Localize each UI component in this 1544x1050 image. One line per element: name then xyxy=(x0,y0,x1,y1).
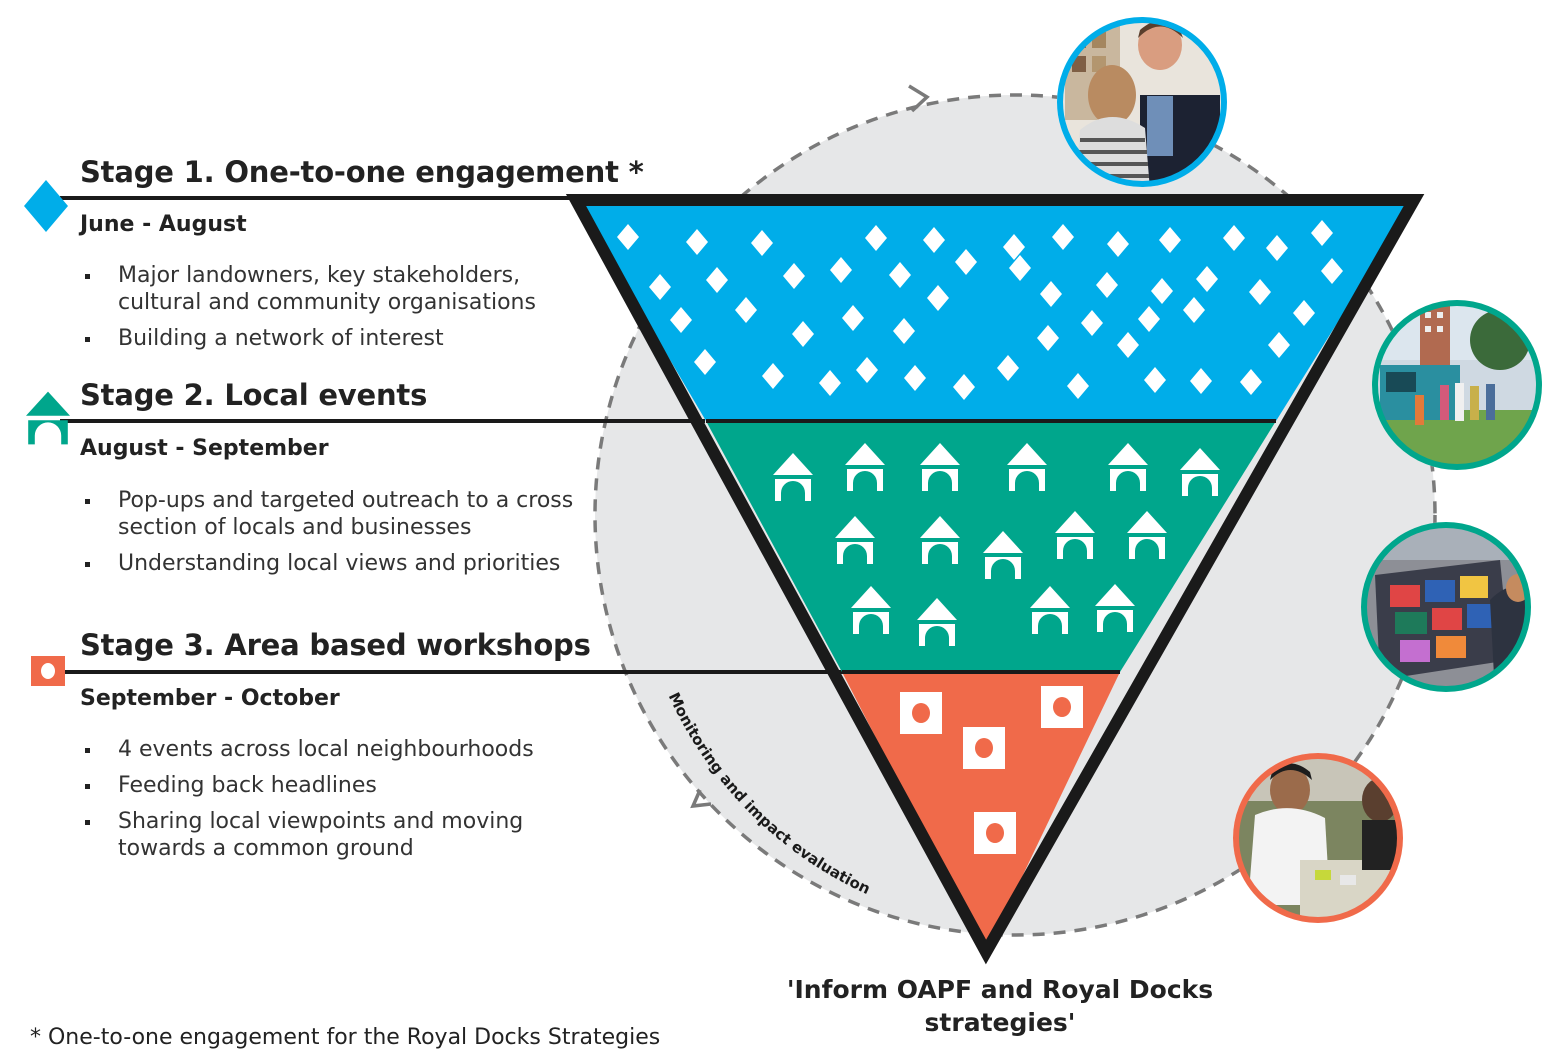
diamond-icon xyxy=(904,365,926,391)
diamond-icon xyxy=(1138,306,1160,332)
diamond-icon xyxy=(997,355,1019,381)
stage2-title: Stage 2. Local events xyxy=(80,378,428,412)
popup-event-photo xyxy=(1372,300,1542,470)
stage1-diamond-icons xyxy=(617,220,1343,400)
diamond-icon xyxy=(670,307,692,333)
stage2-bullet-list: Pop-ups and targeted outreach to a cross… xyxy=(80,487,580,586)
stage2-dates: August - September xyxy=(80,436,329,461)
square-dot-icon xyxy=(963,727,1005,769)
diamond-icon xyxy=(830,257,852,283)
diamond-icon xyxy=(24,180,68,232)
diamond-icon xyxy=(762,363,784,389)
diamond-icon xyxy=(856,357,878,383)
diamond-icon xyxy=(751,230,773,256)
diamond-icon xyxy=(819,370,841,396)
square-dot-icon xyxy=(900,692,942,734)
stage1-bullet-list: Major landowners, key stakeholders, cult… xyxy=(80,262,560,361)
diamond-icon xyxy=(1009,255,1031,281)
workshop-table-photo xyxy=(1233,753,1403,923)
stage3-title: Stage 3. Area based workshops xyxy=(80,628,591,662)
diamond-icon xyxy=(865,225,887,251)
diamond-icon xyxy=(649,274,671,300)
diamond-icon xyxy=(686,229,708,255)
diamond-icon xyxy=(617,224,639,250)
gazebo-icon xyxy=(26,391,70,445)
diamond-icon xyxy=(1040,281,1062,307)
diamond-icon xyxy=(1037,325,1059,351)
stage3-square-icons xyxy=(900,686,1083,854)
funnel-outline xyxy=(565,194,1425,965)
square-dot-icon xyxy=(1041,686,1083,728)
diamond-icon xyxy=(1183,297,1205,323)
diamond-icon xyxy=(1223,225,1245,251)
diamond-icon xyxy=(792,321,814,347)
list-item: Building a network of interest xyxy=(80,325,560,352)
diamond-icon xyxy=(1240,369,1262,395)
diamond-icon xyxy=(1117,332,1139,358)
stage3-bullet-list: 4 events across local neighbourhoods Fee… xyxy=(80,736,570,871)
diamond-icon xyxy=(842,305,864,331)
diamond-icon xyxy=(1151,278,1173,304)
list-item: Pop-ups and targeted outreach to a cross… xyxy=(80,487,580,541)
diamond-icon xyxy=(923,227,945,253)
list-item: Major landowners, key stakeholders, cult… xyxy=(80,262,560,316)
diamond-icon xyxy=(953,374,975,400)
stage1-title: Stage 1. One-to-one engagement * xyxy=(80,155,644,189)
list-item: Understanding local views and priorities xyxy=(80,550,580,577)
cycle-arrows xyxy=(690,84,930,809)
diamond-icon xyxy=(783,263,805,289)
square-dot-icon xyxy=(974,812,1016,854)
diamond-icon xyxy=(1190,368,1212,394)
diamond-icon xyxy=(955,249,977,275)
diamond-icon xyxy=(1311,220,1333,246)
diamond-icon xyxy=(1266,235,1288,261)
diamond-icon xyxy=(1052,224,1074,250)
diamond-icon xyxy=(706,267,728,293)
diamond-icon xyxy=(1081,310,1103,336)
diamond-icon xyxy=(1249,279,1271,305)
diamond-icon xyxy=(694,349,716,375)
diamond-icon xyxy=(1096,272,1118,298)
diamond-icon xyxy=(1321,258,1343,284)
diamond-icon xyxy=(1144,367,1166,393)
diamond-icon xyxy=(1159,227,1181,253)
diamond-icon xyxy=(735,297,757,323)
map-workshop-photo xyxy=(1361,522,1531,692)
cycle-dashed-path xyxy=(593,93,1437,937)
stage1-dates: June - August xyxy=(80,212,247,237)
list-item: Sharing local viewpoints and moving towa… xyxy=(80,808,570,862)
square-dot-icon xyxy=(31,656,65,686)
diamond-icon xyxy=(1003,234,1025,260)
funnel-band-stage1 xyxy=(576,200,1414,421)
diamond-icon xyxy=(889,262,911,288)
diamond-icon xyxy=(1107,231,1129,257)
list-item: 4 events across local neighbourhoods xyxy=(80,736,570,763)
diamond-icon xyxy=(1268,332,1290,358)
diamond-icon xyxy=(1067,373,1089,399)
footnote: * One-to-one engagement for the Royal Do… xyxy=(30,1025,661,1050)
diamond-icon xyxy=(927,285,949,311)
one-to-one-meeting-photo xyxy=(1057,17,1227,187)
diamond-icon xyxy=(1196,266,1218,292)
diamond-icon xyxy=(893,318,915,344)
diamond-icon xyxy=(1293,300,1315,326)
outcome-label: 'Inform OAPF and Royal Docks strategies' xyxy=(786,975,1214,1037)
list-item: Feeding back headlines xyxy=(80,772,570,799)
stage3-dates: September - October xyxy=(80,686,340,711)
